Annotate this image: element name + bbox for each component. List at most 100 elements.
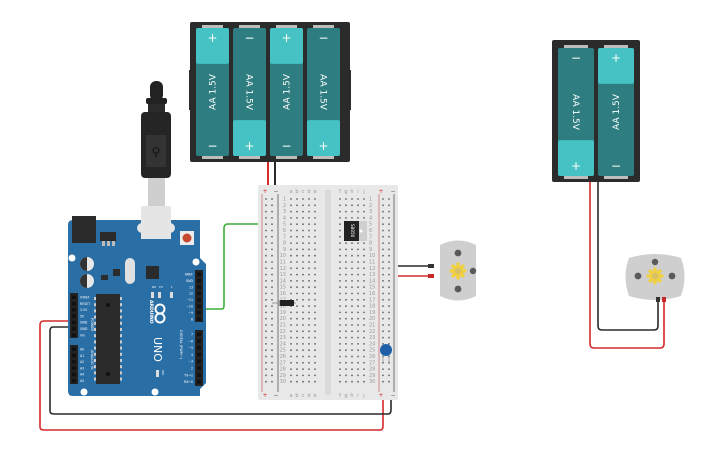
digital-pin-label: ~5 [188, 346, 193, 350]
digital-header-label: DIGITAL (PWM~) [179, 330, 183, 360]
digital-header-upper[interactable] [195, 270, 203, 322]
battery-pack-2[interactable]: −+AA 1.5V+−AA 1.5V [552, 40, 640, 182]
column-label: h [350, 393, 353, 399]
wire-gnd-black[interactable] [49, 326, 392, 415]
row-number: 16 [280, 291, 286, 297]
power-pin[interactable] [72, 301, 76, 306]
plus-terminal-icon: + [281, 31, 291, 45]
row-number: 25 [280, 348, 286, 354]
row-number: 25 [369, 348, 375, 354]
plus-terminal-icon: + [244, 139, 254, 153]
row-number: 7 [369, 234, 372, 240]
analog-pin[interactable] [72, 360, 76, 364]
battery4-cell: −+AA 1.5V [233, 25, 266, 159]
row-number: 30 [369, 379, 375, 385]
digital-pin[interactable] [197, 310, 201, 315]
digital-pin[interactable] [197, 373, 201, 377]
analog-pin-label: A0 [80, 348, 84, 352]
row-number: 3 [369, 209, 372, 215]
digital-pin-label: ~11 [186, 298, 193, 302]
analog-pin[interactable] [72, 372, 76, 377]
digital-pin-label: 8 [191, 317, 193, 321]
row-number: 14 [280, 278, 286, 284]
row-number: 1 [369, 197, 372, 203]
analog-header[interactable] [70, 345, 78, 384]
analog-pin[interactable] [72, 366, 76, 370]
digital-pin[interactable] [197, 317, 201, 321]
digital-pin[interactable] [197, 339, 201, 343]
analog-pin[interactable] [72, 347, 76, 352]
digital-pin[interactable] [197, 332, 201, 337]
rail-minus-label: − [390, 188, 395, 195]
wire-5v-red[interactable] [39, 320, 384, 431]
dc-motor-2[interactable] [625, 254, 685, 302]
digital-pin[interactable] [197, 366, 201, 371]
column-label: d [307, 189, 310, 195]
row-number: 21 [280, 323, 286, 329]
digital-pin[interactable] [197, 346, 201, 350]
row-number: 26 [369, 354, 375, 360]
usb-cable[interactable]: ⚲ [141, 81, 171, 208]
digital-pin[interactable] [197, 304, 201, 309]
battery-pack-4[interactable]: +−AA 1.5V−+AA 1.5V+−AA 1.5V−+AA 1.5V [189, 22, 351, 162]
diode[interactable] [272, 300, 296, 306]
minus-terminal-icon: − [571, 51, 581, 65]
digital-pin[interactable] [197, 285, 201, 289]
digital-header-lower[interactable] [195, 330, 203, 386]
power-pin[interactable] [72, 327, 76, 331]
power-pin[interactable] [72, 314, 76, 318]
row-number: 23 [280, 335, 286, 341]
digital-pin[interactable] [197, 272, 201, 277]
digital-pin[interactable] [197, 352, 201, 357]
arduino-uno[interactable]: RX TX L ARDUINO UNO ON DIGITAL (PWM~) PO… [68, 206, 206, 396]
power-pin[interactable] [72, 320, 76, 325]
digital-pin[interactable] [197, 380, 201, 384]
digital-pin[interactable] [197, 298, 201, 302]
rail-minus-label: − [273, 392, 278, 399]
atmega-chip [96, 294, 120, 384]
arduino-model: UNO [151, 337, 164, 362]
analog-header-label: ANALOG IN [90, 350, 94, 370]
row-number: 22 [369, 329, 375, 335]
analog-pin[interactable] [72, 353, 76, 358]
rail-plus-label: + [262, 188, 267, 195]
wire-battery2-black[interactable] [597, 182, 659, 331]
row-number: 8 [283, 241, 286, 247]
power-pin-label: 3.3V [80, 308, 88, 312]
led-label-rx: RX [152, 285, 156, 289]
column-label: e [313, 393, 316, 399]
rail-minus-label: − [273, 188, 278, 195]
row-number: 22 [280, 329, 286, 335]
power-pin[interactable] [72, 308, 76, 312]
battery2-cell: +−AA 1.5V [598, 45, 634, 179]
digital-pin-label: 4 [191, 353, 193, 357]
wire-battery2-red[interactable] [589, 182, 665, 349]
capacitor[interactable] [380, 344, 392, 362]
digital-pin[interactable] [197, 359, 201, 364]
battery2-cell: −+AA 1.5V [558, 45, 594, 179]
row-number: 5 [283, 222, 286, 228]
column-label: c [302, 393, 305, 399]
column-label: j [362, 189, 364, 195]
power-pin[interactable] [72, 333, 76, 337]
battery-label: AA 1.5V [318, 74, 328, 111]
wire-signal-green[interactable] [200, 223, 344, 310]
transistor[interactable]: S8050 [344, 221, 367, 241]
digital-pin-label: 13 [189, 285, 193, 289]
digital-pin[interactable] [197, 278, 201, 283]
row-number: 2 [283, 203, 286, 209]
rail-plus-label: + [262, 392, 267, 399]
digital-pin-label: 7 [191, 333, 193, 337]
power-pin-label: RESET [80, 302, 90, 306]
column-label: a [289, 393, 292, 399]
usb-port [141, 206, 171, 239]
analog-pin[interactable] [72, 379, 76, 383]
digital-pin[interactable] [197, 291, 201, 296]
row-number: 8 [369, 241, 372, 247]
row-number: 9 [369, 247, 372, 253]
dc-motor-1[interactable] [428, 240, 477, 301]
row-number: 30 [280, 379, 286, 385]
power-pin[interactable] [72, 295, 76, 300]
